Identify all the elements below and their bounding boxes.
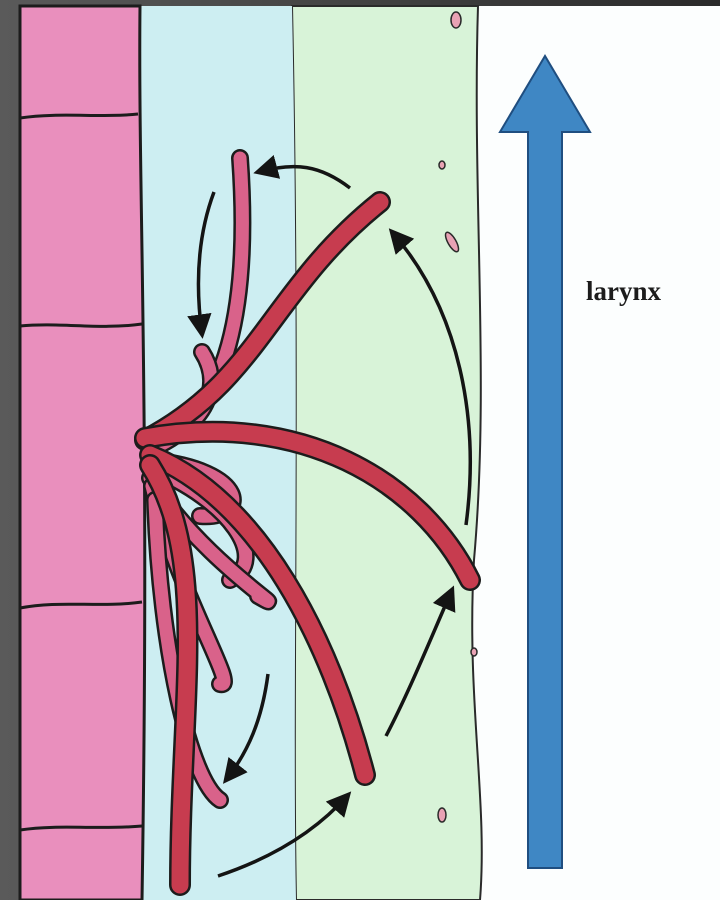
- epithelium-cells: [20, 6, 145, 900]
- larynx-label: larynx: [586, 276, 661, 307]
